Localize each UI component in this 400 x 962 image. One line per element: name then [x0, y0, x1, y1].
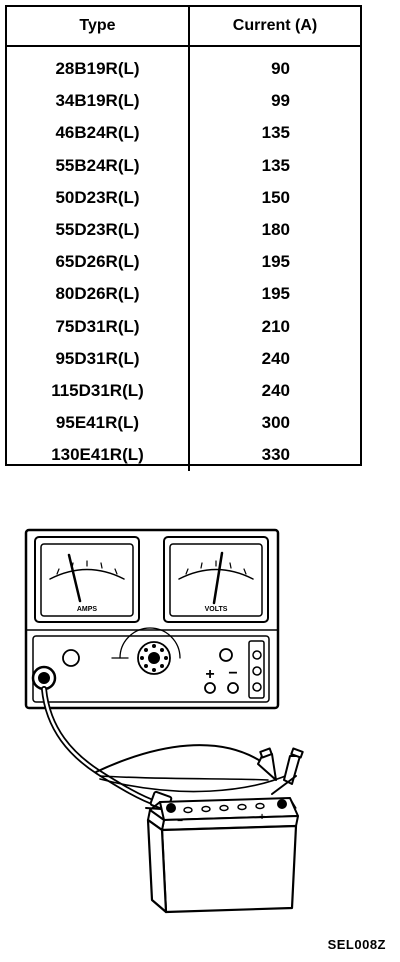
table-row: 95E41R(L) 300: [7, 407, 360, 440]
negative-jack: [227, 682, 239, 694]
cell-current: 210: [261, 316, 290, 336]
table-row: 75D31R(L) 210: [7, 310, 360, 343]
volts-needle: [212, 551, 224, 605]
positive-jack: [204, 682, 216, 694]
cell-current: 240: [261, 380, 290, 400]
table-row: 95D31R(L) 240: [7, 342, 360, 375]
amps-label: AMPS: [77, 606, 98, 613]
cell-type: 75D31R(L): [7, 310, 190, 343]
positive-clamp: [257, 747, 304, 795]
cell-current: 330: [261, 445, 290, 465]
battery-current-table: Type Current (A) 28B19R(L) 90 34B19R(L) 99…: [5, 5, 362, 472]
cell-type: 34B19R(L): [7, 85, 190, 118]
cell-type: 115D31R(L): [7, 374, 190, 408]
cell-current: 150: [261, 187, 290, 207]
table-row: 55D23R(L) 180: [7, 213, 360, 247]
header-current: Current (A): [189, 7, 360, 47]
cell-current: 135: [261, 155, 290, 175]
table-row: 34B19R(L) 99: [7, 85, 360, 118]
cell-type: 50D23R(L): [7, 181, 190, 214]
spec-table: Type Current (A) 28B19R(L) 90 34B19R(L) 99…: [7, 7, 360, 472]
cell-current: 195: [261, 284, 290, 304]
control-panel: + −: [31, 627, 270, 703]
table-row: 46B24R(L) 135: [7, 117, 360, 150]
cell-current: 90: [271, 59, 290, 79]
header-type: Type: [7, 7, 190, 47]
positive-terminal: [277, 799, 287, 809]
table-row: 55B24R(L) 135: [7, 149, 360, 182]
load-control-dial[interactable]: [111, 627, 181, 675]
plus-sign: +: [205, 666, 214, 683]
minus-sign: −: [228, 665, 237, 682]
table-header-row: Type Current (A): [7, 7, 360, 47]
cell-current: 135: [261, 123, 290, 143]
cell-type: 130E41R(L): [7, 439, 190, 472]
cell-type: 55D23R(L): [7, 213, 190, 247]
negative-terminal: [166, 803, 176, 813]
cell-type: 46B24R(L): [7, 117, 190, 150]
cell-type: 55B24R(L): [7, 149, 190, 182]
tester-connection-illustration: AMPS VOLTS: [24, 528, 304, 914]
table-row: 50D23R(L) 150: [7, 181, 360, 214]
cell-current: 240: [261, 348, 290, 368]
cell-current: 300: [261, 413, 290, 433]
volts-meter: VOLTS: [163, 536, 269, 623]
cell-current: 99: [271, 91, 290, 111]
tester-cables: [41, 686, 291, 807]
panel-knob: [62, 649, 80, 667]
cell-type: 65D26R(L): [7, 246, 190, 279]
cell-type: 80D26R(L): [7, 278, 190, 311]
cell-current: 195: [261, 252, 290, 272]
cell-type: 95D31R(L): [7, 342, 190, 375]
battery-plus-mark: +: [259, 812, 265, 823]
battery: − +: [146, 797, 299, 914]
cell-type: 95E41R(L): [7, 407, 190, 440]
table-row: 130E41R(L) 330: [7, 439, 360, 472]
cell-current: 180: [261, 220, 290, 240]
amps-meter: AMPS: [34, 536, 140, 623]
table-row: 115D31R(L) 240: [7, 374, 360, 408]
table-row: 65D26R(L) 195: [7, 246, 360, 279]
cell-type: 28B19R(L): [7, 46, 190, 86]
volts-label: VOLTS: [205, 606, 228, 613]
table-row: 80D26R(L) 195: [7, 278, 360, 311]
tester-unit: AMPS VOLTS: [24, 528, 280, 710]
battery-minus-mark: −: [177, 816, 183, 827]
figure-code: SEL008Z: [327, 937, 386, 952]
amps-needle: [67, 553, 82, 603]
table-row: 28B19R(L) 90: [7, 46, 360, 86]
